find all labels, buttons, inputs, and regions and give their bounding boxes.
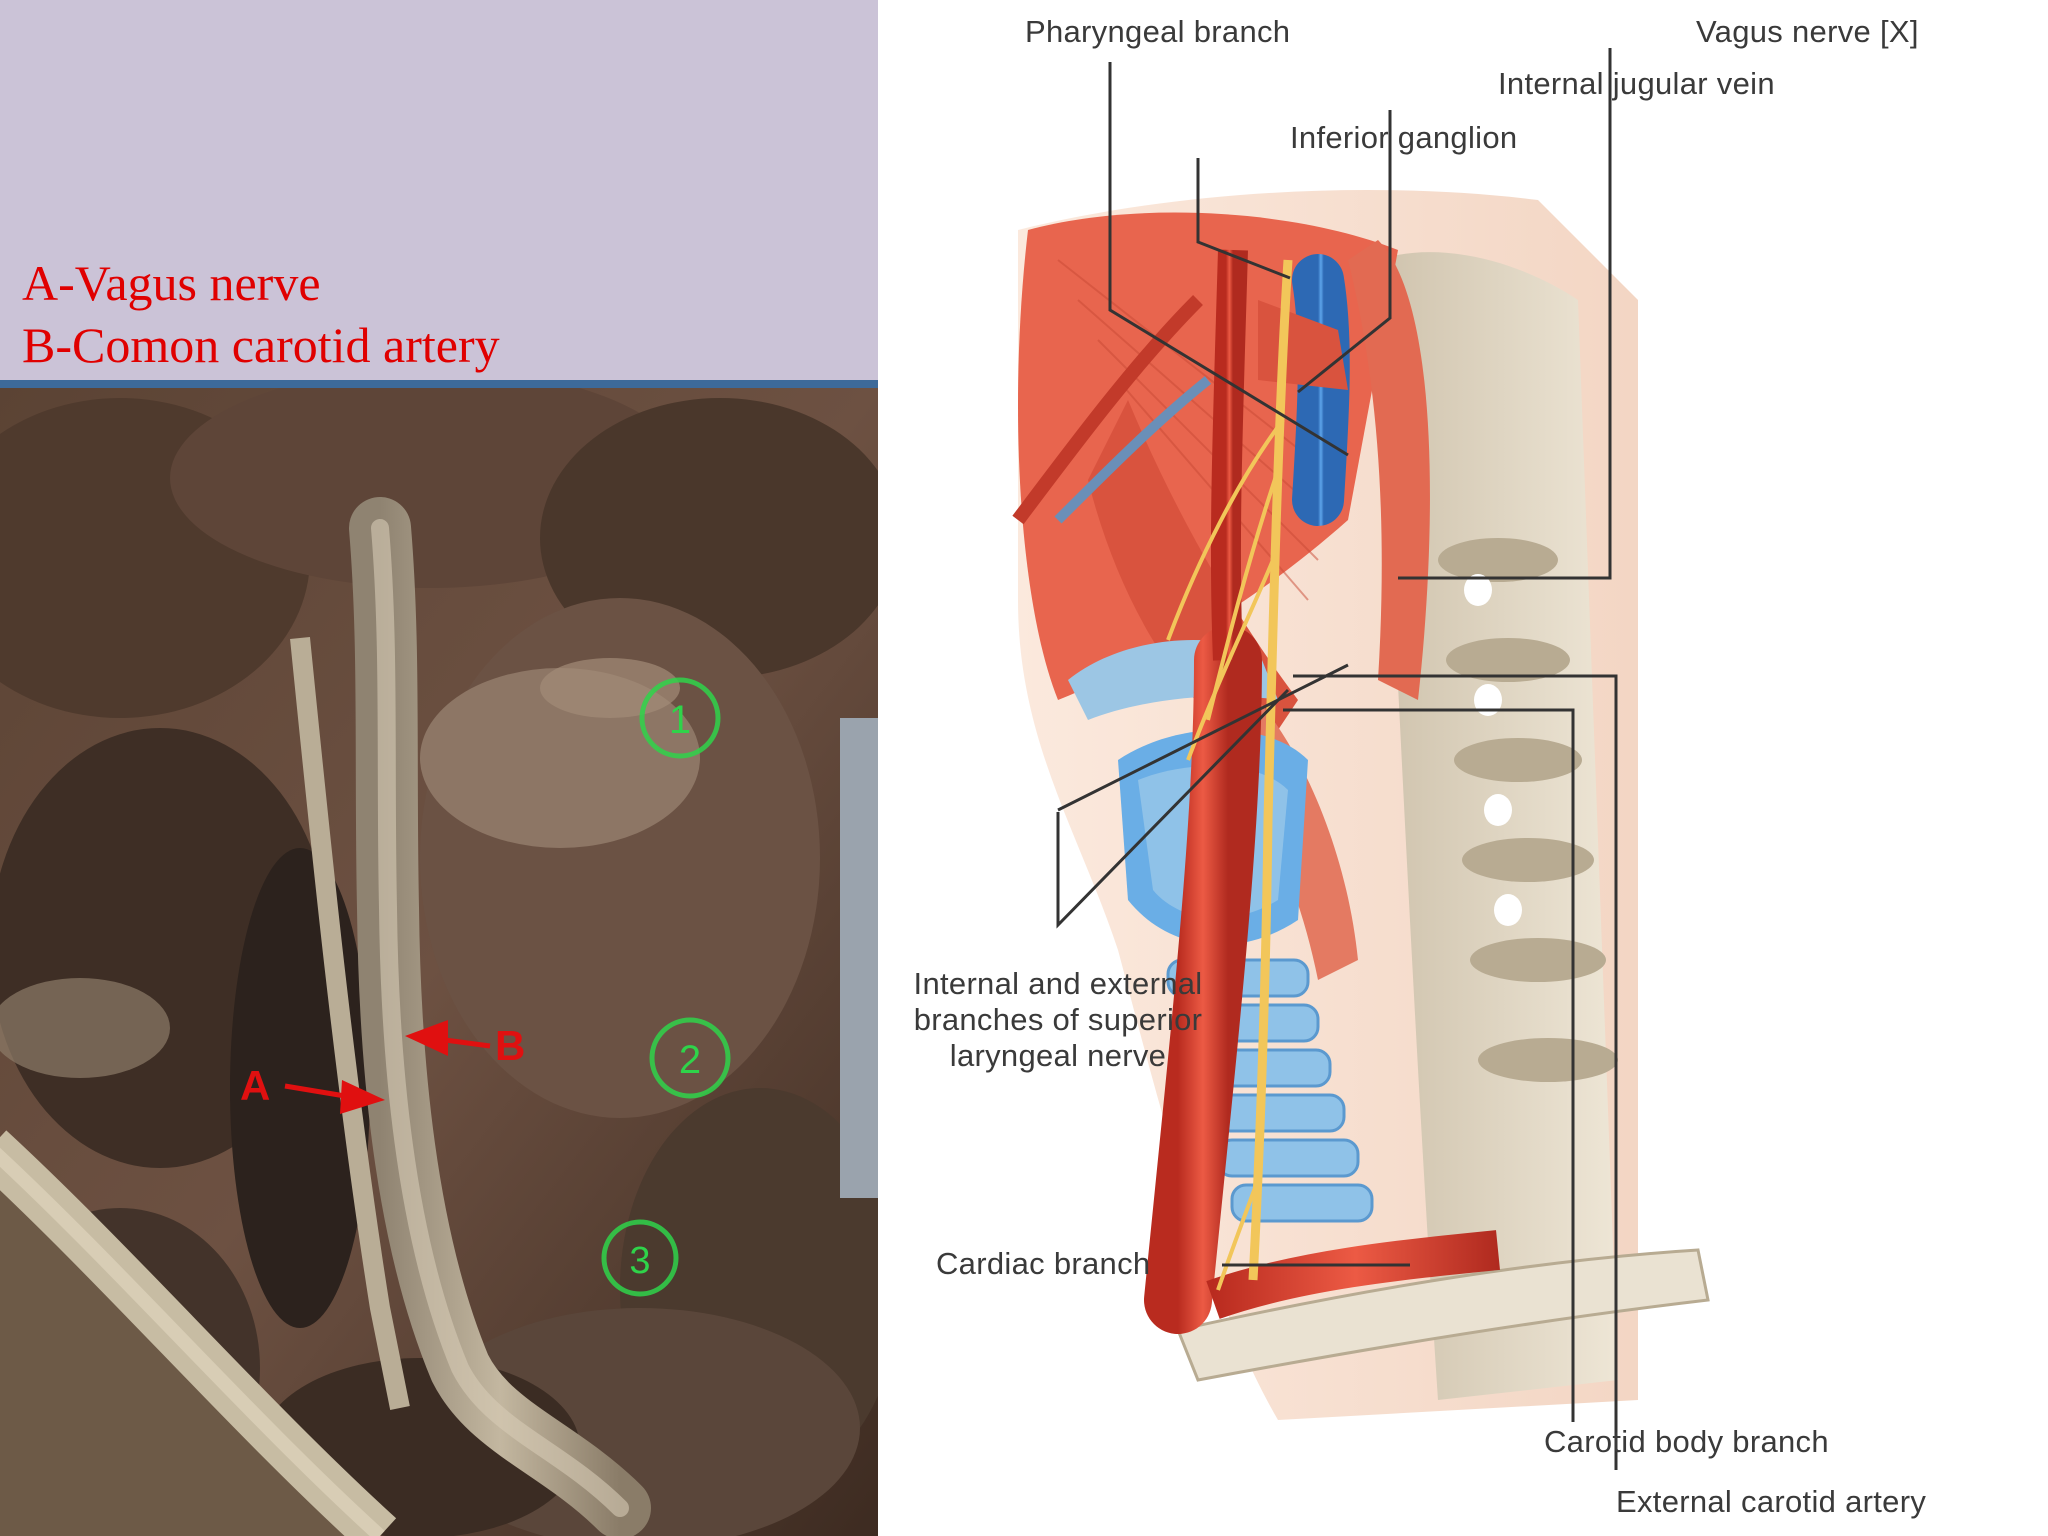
label-pharyngeal-branch: Pharyngeal branch (1025, 14, 1291, 49)
circle-marker-1-label: 1 (669, 698, 691, 742)
label-superior-laryngeal-line-1: Internal and external (913, 966, 1203, 1001)
circle-marker-3-label: 3 (629, 1240, 650, 1282)
circle-marker-3: 3 (601, 1219, 679, 1297)
neck-anatomy-illustration (1012, 48, 1710, 1470)
label-superior-laryngeal-line-2: branches of superior (913, 1002, 1203, 1037)
dissection-photo: 1 2 3 A B (0, 388, 878, 1536)
left-panel: A-Vagus nerve B-Comon carotid artery (0, 0, 878, 1536)
circle-marker-1: 1 (639, 677, 721, 759)
dissection-photo-frame: 1 2 3 A B (0, 380, 878, 1536)
marker-b-arrow: B (405, 1020, 525, 1069)
label-internal-jugular-vein: Internal jugular vein (1498, 66, 1775, 101)
caption-line-vagus: A-Vagus nerve (22, 255, 321, 311)
label-cardiac-branch: Cardiac branch (936, 1246, 1151, 1281)
label-superior-laryngeal-line-3: laryngeal nerve (949, 1038, 1167, 1073)
label-carotid-body-branch: Carotid body branch (1544, 1424, 1829, 1459)
marker-b-label: B (495, 1022, 525, 1069)
circle-marker-2: 2 (649, 1017, 731, 1099)
label-vagus-nerve: Vagus nerve [X] (1696, 14, 1919, 49)
marker-a-label: A (240, 1062, 270, 1109)
caption-line-carotid: B-Comon carotid artery (22, 317, 500, 373)
label-external-carotid-artery: External carotid artery (1616, 1484, 1927, 1519)
caption: A-Vagus nerve B-Comon carotid artery (22, 252, 500, 376)
marker-a-arrow: A (240, 1062, 385, 1114)
anatomy-illustration-panel: Pharyngeal branch Vagus nerve [X] Intern… (878, 0, 2048, 1536)
label-superior-laryngeal-nerve: Internal and external branches of superi… (882, 966, 1234, 1074)
label-inferior-ganglion: Inferior ganglion (1290, 120, 1518, 155)
circle-marker-2-label: 2 (679, 1038, 701, 1082)
